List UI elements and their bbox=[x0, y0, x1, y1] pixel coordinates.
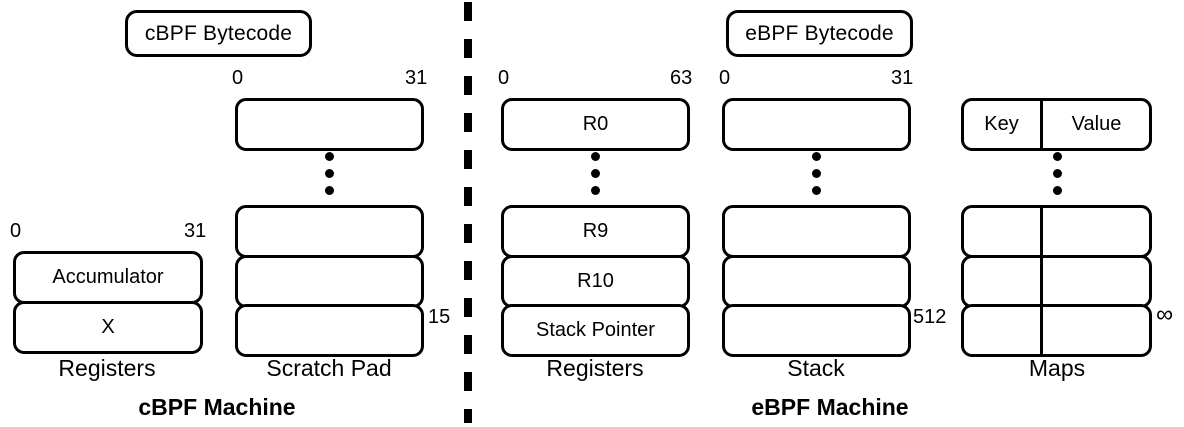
maps-top-group: Key Value bbox=[961, 98, 1152, 151]
cbpf-registers-bit-start-label: 0 bbox=[10, 220, 22, 242]
maps-value-header: Value bbox=[1071, 113, 1122, 135]
scratchpad-cell-2[interactable] bbox=[235, 254, 424, 308]
ebpf-register-r0-label: R0 bbox=[582, 113, 609, 135]
maps-row-1[interactable] bbox=[961, 205, 1152, 258]
scratchpad-caption: Scratch Pad bbox=[266, 355, 392, 381]
ebpf-registers-ellipsis-icon bbox=[591, 152, 600, 195]
stack-cell-1[interactable] bbox=[722, 205, 911, 258]
ebpf-registers-caption: Registers bbox=[546, 355, 644, 381]
cbpf-registers-group: Accumulator X bbox=[13, 251, 203, 354]
maps-row-2[interactable] bbox=[961, 254, 1152, 308]
ebpf-register-r10-label: R10 bbox=[577, 269, 614, 292]
ebpf-registers-top-group: R0 bbox=[501, 98, 690, 151]
stack-bottom-group bbox=[722, 205, 911, 357]
cbpf-bytecode-box[interactable]: cBPF Bytecode bbox=[125, 10, 312, 57]
ebpf-bytecode-box[interactable]: eBPF Bytecode bbox=[726, 10, 913, 57]
maps-row-3-value bbox=[1043, 307, 1150, 354]
ebpf-machine-title: eBPF Machine bbox=[751, 394, 909, 420]
stack-ellipsis-icon bbox=[812, 152, 821, 195]
scratchpad-bottom-group bbox=[235, 205, 424, 357]
dashed-divider bbox=[464, 2, 472, 423]
ebpf-registers-bottom-group: R9 R10 Stack Pointer bbox=[501, 205, 690, 357]
stack-cell-2[interactable] bbox=[722, 254, 911, 308]
maps-row-3[interactable] bbox=[961, 304, 1152, 357]
stack-size-label: 512 bbox=[913, 306, 947, 328]
maps-header-cell[interactable]: Key Value bbox=[961, 98, 1152, 151]
scratchpad-bit-start-label: 0 bbox=[232, 67, 244, 89]
ebpf-registers-bit-end-label: 63 bbox=[670, 67, 693, 89]
stack-cell-top[interactable] bbox=[722, 98, 911, 151]
ebpf-bytecode-label: eBPF Bytecode bbox=[745, 21, 894, 45]
maps-ellipsis-icon bbox=[1053, 152, 1062, 195]
cbpf-register-accumulator[interactable]: Accumulator bbox=[13, 251, 203, 304]
stack-top-group bbox=[722, 98, 911, 151]
cbpf-machine-title: cBPF Machine bbox=[138, 394, 296, 420]
stack-cell-3[interactable] bbox=[722, 304, 911, 357]
maps-key-header: Key bbox=[963, 101, 1043, 148]
ebpf-registers-bit-start-label: 0 bbox=[498, 67, 510, 89]
ebpf-register-r10[interactable]: R10 bbox=[501, 254, 690, 308]
maps-row-3-key bbox=[963, 307, 1043, 354]
stack-bit-end-label: 31 bbox=[891, 67, 914, 89]
maps-size-label: ∞ bbox=[1156, 301, 1174, 328]
maps-row-1-value bbox=[1043, 208, 1150, 255]
ebpf-register-stack-pointer[interactable]: Stack Pointer bbox=[501, 304, 690, 357]
stack-caption: Stack bbox=[787, 355, 845, 381]
scratchpad-top-group bbox=[235, 98, 424, 151]
cbpf-register-accumulator-label: Accumulator bbox=[52, 266, 164, 288]
cbpf-register-x-label: X bbox=[101, 315, 115, 338]
ebpf-register-r9-label: R9 bbox=[582, 220, 609, 242]
maps-bottom-group bbox=[961, 205, 1152, 357]
scratchpad-cell-top[interactable] bbox=[235, 98, 424, 151]
maps-row-1-key bbox=[963, 208, 1043, 255]
scratchpad-cell-1[interactable] bbox=[235, 205, 424, 258]
maps-row-2-key bbox=[963, 257, 1043, 305]
cbpf-registers-bit-end-label: 31 bbox=[184, 220, 207, 242]
cbpf-registers-caption: Registers bbox=[58, 355, 156, 381]
stack-bit-start-label: 0 bbox=[719, 67, 731, 89]
scratchpad-size-label: 15 bbox=[428, 306, 451, 328]
maps-row-2-value bbox=[1043, 258, 1150, 305]
ebpf-register-r9[interactable]: R9 bbox=[501, 205, 690, 258]
scratchpad-bit-end-label: 31 bbox=[405, 67, 428, 89]
ebpf-register-stack-pointer-label: Stack Pointer bbox=[536, 319, 655, 341]
maps-caption: Maps bbox=[1028, 355, 1086, 381]
cbpf-register-x[interactable]: X bbox=[13, 300, 203, 354]
ebpf-register-r0[interactable]: R0 bbox=[501, 98, 690, 151]
scratchpad-ellipsis-icon bbox=[325, 152, 334, 195]
cbpf-bytecode-label: cBPF Bytecode bbox=[144, 21, 293, 45]
scratchpad-cell-3[interactable] bbox=[235, 304, 424, 357]
